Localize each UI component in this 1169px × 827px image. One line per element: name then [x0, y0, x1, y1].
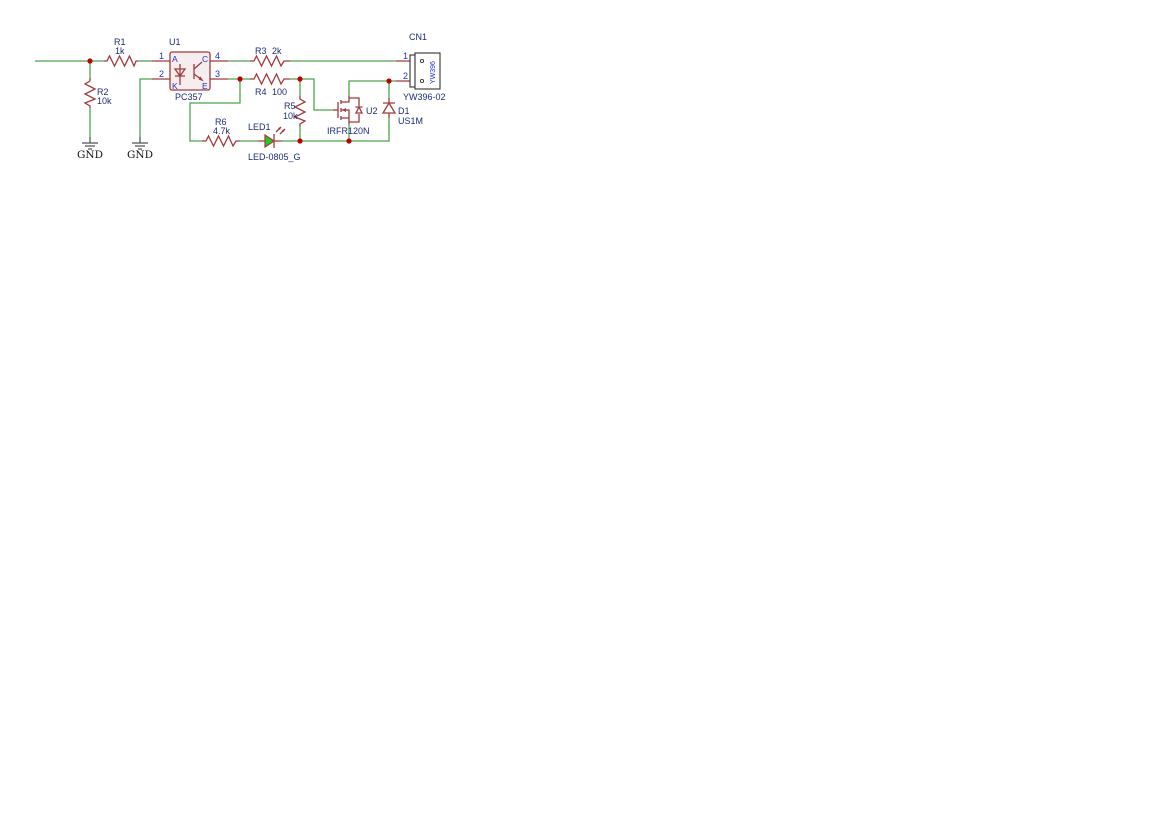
led1-ref: LED1 — [248, 122, 271, 132]
junction-dot — [297, 138, 303, 144]
wire-drain-cn1 — [348, 80, 396, 96]
cn1-ref: CN1 — [409, 32, 427, 42]
wire-u1k-gnd — [139, 78, 152, 137]
led1-value: LED-0805_G — [248, 152, 301, 162]
d1-ref: D1 — [398, 106, 410, 116]
gnd-symbol-1: GND — [77, 137, 103, 161]
resistor-r2-symbol — [83, 80, 97, 108]
cn1-pin-hole — [419, 78, 425, 84]
resistor-r6-symbol — [202, 134, 240, 148]
junction-dot — [87, 58, 93, 64]
junction-dot — [386, 78, 392, 84]
cn1-pin-hole — [419, 58, 425, 64]
wire-led-bottom-rail — [282, 118, 390, 142]
r3-ref: R3 — [255, 46, 267, 56]
diode-d1[interactable]: D1 US1M — [381, 98, 423, 126]
u1-pin-4: 4 — [215, 51, 220, 61]
u1-pin-name-e: E — [202, 81, 208, 91]
mosfet-u2[interactable]: U2 IRFR120N — [327, 96, 378, 136]
connector-cn1[interactable]: CN1 1 2 YW396 YW396-02 — [396, 32, 446, 102]
led-triangle-icon — [264, 133, 276, 149]
diode-icon — [381, 101, 397, 114]
u1-pin-name-c: C — [202, 54, 208, 64]
r1-ref: R1 — [114, 37, 126, 47]
u2-arrow-icon — [342, 108, 346, 112]
r6-value: 4.7k — [213, 126, 231, 136]
u1-pins — [152, 60, 228, 80]
resistor-r5[interactable]: R5 10k — [283, 96, 307, 126]
u1-pin-name-k: K — [172, 81, 178, 91]
u1-pin-1: 1 — [159, 51, 164, 61]
emission-arrowheads — [278, 127, 285, 132]
phototransistor-icon — [193, 61, 204, 82]
resistor-r4[interactable]: R4 100 — [250, 72, 290, 97]
r4-value: 100 — [272, 87, 287, 97]
r1-value: 1k — [115, 46, 125, 56]
resistor-r4-symbol — [250, 72, 290, 86]
junctions — [87, 58, 392, 144]
r5-value: 10k — [283, 111, 298, 121]
resistor-r1-symbol — [104, 54, 138, 68]
r5-ref: R5 — [284, 101, 296, 111]
cn1-pins — [396, 60, 410, 82]
gnd-symbol-2: GND — [127, 137, 153, 161]
wire-r4-gate — [290, 78, 333, 111]
gnd-label: GND — [127, 149, 153, 161]
u2-body-diode-icon — [354, 105, 364, 114]
led-led1[interactable]: LED1 LED-0805_G — [248, 122, 301, 162]
r2-ref: R2 — [97, 87, 109, 97]
resistor-r3-symbol — [250, 54, 290, 68]
u1-pin-2: 2 — [159, 69, 164, 79]
junction-dot — [297, 76, 303, 82]
resistor-r6[interactable]: R6 4.7k — [202, 117, 240, 148]
r6-ref: R6 — [215, 117, 227, 127]
u1-value: PC357 — [175, 92, 203, 102]
opto-led-triangle — [173, 68, 187, 78]
resistor-r5-symbol — [293, 96, 307, 126]
cn1-body — [414, 52, 441, 90]
opto-led-icon — [173, 64, 187, 85]
resistor-r3[interactable]: R3 2k — [250, 46, 290, 68]
u1-pin-name-a: A — [172, 54, 178, 64]
d1-value: US1M — [398, 116, 423, 126]
r4-ref: R4 — [255, 87, 267, 97]
ground-icon — [82, 142, 98, 150]
wire-emitter-r6 — [189, 79, 241, 142]
resistor-r1[interactable]: R1 1k — [104, 37, 138, 68]
light-emission-icon — [275, 126, 286, 135]
optocoupler-u1[interactable]: U1 1 2 4 3 A K C E PC357 — [152, 37, 228, 102]
junction-dot — [237, 76, 243, 82]
u2-ref: U2 — [366, 106, 378, 116]
cn1-pin-1: 1 — [403, 51, 408, 61]
pt-arrow — [198, 76, 204, 82]
cn1-flange — [409, 54, 416, 88]
gnd-label: GND — [77, 149, 103, 161]
resistor-r2[interactable]: R2 10k — [83, 78, 112, 108]
junction-dot — [346, 138, 352, 144]
u1-ref: U1 — [169, 37, 181, 47]
u2-value: IRFR120N — [327, 126, 370, 136]
u2-body-diode-wires — [349, 97, 360, 123]
ground-icon — [132, 142, 148, 150]
cn1-value: YW396-02 — [403, 92, 446, 102]
r3-value: 2k — [272, 46, 282, 56]
u1-pin-3: 3 — [215, 69, 220, 79]
cn1-pin-2: 2 — [403, 71, 408, 81]
r2-value: 10k — [97, 96, 112, 106]
cn1-body-text: YW396 — [430, 61, 437, 84]
